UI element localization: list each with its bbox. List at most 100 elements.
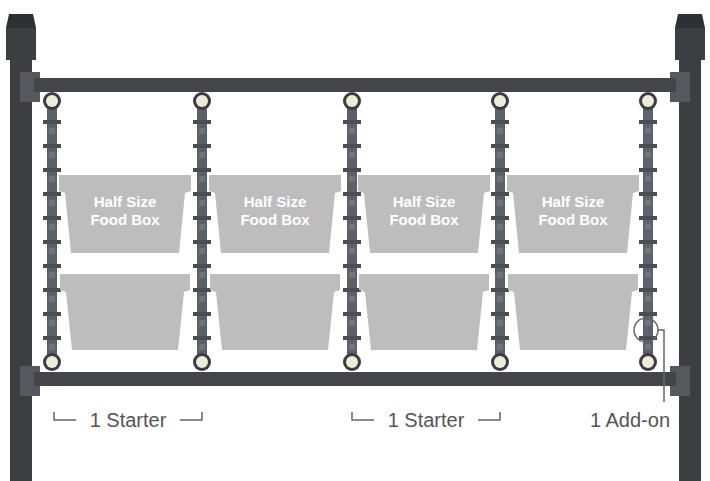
bar-mount <box>43 353 61 371</box>
bar-peg <box>497 128 503 134</box>
food-box: Half Size Food Box <box>358 175 490 253</box>
bar-notch <box>491 192 509 196</box>
bar-notch <box>343 240 361 244</box>
bar-notch <box>43 288 61 292</box>
bar-notch <box>343 144 361 148</box>
bar-notch <box>639 192 657 196</box>
bar-mount-cap <box>196 95 208 107</box>
bar-notch <box>639 240 657 244</box>
bar-notch <box>491 264 509 268</box>
bar-notch <box>43 216 61 220</box>
bar-peg <box>49 296 55 302</box>
bar-notch <box>193 216 211 220</box>
bar-peg <box>49 176 55 182</box>
bar-mount-cap <box>346 356 358 368</box>
bar-peg <box>497 272 503 278</box>
bar-peg <box>645 248 651 254</box>
bar-notch <box>43 336 61 340</box>
add-on-marker <box>634 318 658 342</box>
bar-mount-cap <box>642 95 654 107</box>
bar-peg <box>645 344 651 350</box>
bar-peg <box>49 224 55 230</box>
bar-mount <box>193 353 211 371</box>
group-label: 1 Starter <box>386 408 467 432</box>
bar-mount <box>639 92 657 110</box>
bar-notch <box>639 216 657 220</box>
bar-notch <box>491 288 509 292</box>
bar-peg <box>349 224 355 230</box>
bar-peg <box>49 128 55 134</box>
post <box>6 14 705 481</box>
bar-mount <box>639 353 657 371</box>
bar-peg <box>349 344 355 350</box>
bar-peg <box>497 176 503 182</box>
bar-mount <box>43 92 61 110</box>
bar-notch <box>491 336 509 340</box>
bar-peg <box>199 128 205 134</box>
bar-notch <box>43 120 61 124</box>
bar-peg <box>497 224 503 230</box>
bar-notch <box>43 264 61 268</box>
rail-bracket <box>20 72 690 396</box>
bar-notch <box>491 120 509 124</box>
hanger-bar <box>47 96 57 364</box>
bar-peg <box>199 344 205 350</box>
food-box: Half Size Food Box <box>59 175 191 253</box>
group-label: 1 Add-on <box>588 408 672 432</box>
box-label: Half Size Food Box <box>227 193 323 229</box>
box-label: Half Size Food Box <box>376 193 472 229</box>
bar-peg <box>497 200 503 206</box>
bar-notch <box>193 120 211 124</box>
bar-notch <box>639 168 657 172</box>
bar-notch <box>491 216 509 220</box>
bar-notch <box>343 120 361 124</box>
bar-mount-cap <box>46 356 58 368</box>
bar-peg <box>199 152 205 158</box>
box-outline <box>358 175 490 253</box>
bar-notch <box>343 216 361 220</box>
hanger-bar <box>495 96 505 364</box>
bar-notch <box>639 120 657 124</box>
bar-peg <box>645 176 651 182</box>
bar-notch <box>193 312 211 316</box>
top-rail <box>34 78 676 92</box>
bar-notch <box>43 240 61 244</box>
bar-mount-cap <box>196 356 208 368</box>
bar-peg <box>349 272 355 278</box>
bar-mount-cap <box>46 95 58 107</box>
bar-peg <box>645 272 651 278</box>
bar-notch <box>491 240 509 244</box>
bar-peg <box>199 224 205 230</box>
bar-peg <box>49 200 55 206</box>
bar-notch <box>343 336 361 340</box>
hanger-bar <box>197 96 207 364</box>
bar-notch <box>193 240 211 244</box>
bar-mount <box>193 92 211 110</box>
hanger-bars <box>43 92 657 371</box>
bar-notch <box>43 168 61 172</box>
bar-peg <box>49 152 55 158</box>
bar-mount <box>491 92 509 110</box>
box-outline <box>59 175 191 253</box>
bar-peg <box>349 296 355 302</box>
bar-peg <box>49 344 55 350</box>
bar-peg <box>645 200 651 206</box>
bar-notch <box>491 168 509 172</box>
bar-peg <box>349 248 355 254</box>
leader-line <box>658 330 664 402</box>
bar-notch <box>193 192 211 196</box>
bar-peg <box>349 320 355 326</box>
bar-peg <box>497 296 503 302</box>
bar-mount-cap <box>642 356 654 368</box>
bar-peg <box>645 224 651 230</box>
hanger-bar <box>643 96 653 364</box>
bar-notch <box>193 144 211 148</box>
bar-mount <box>491 353 509 371</box>
bar-notch <box>43 192 61 196</box>
bar-peg <box>199 200 205 206</box>
bar-notch <box>491 312 509 316</box>
bar-peg <box>199 272 205 278</box>
bar-notch <box>491 144 509 148</box>
hanger-bar <box>347 96 357 364</box>
bar-peg <box>497 320 503 326</box>
